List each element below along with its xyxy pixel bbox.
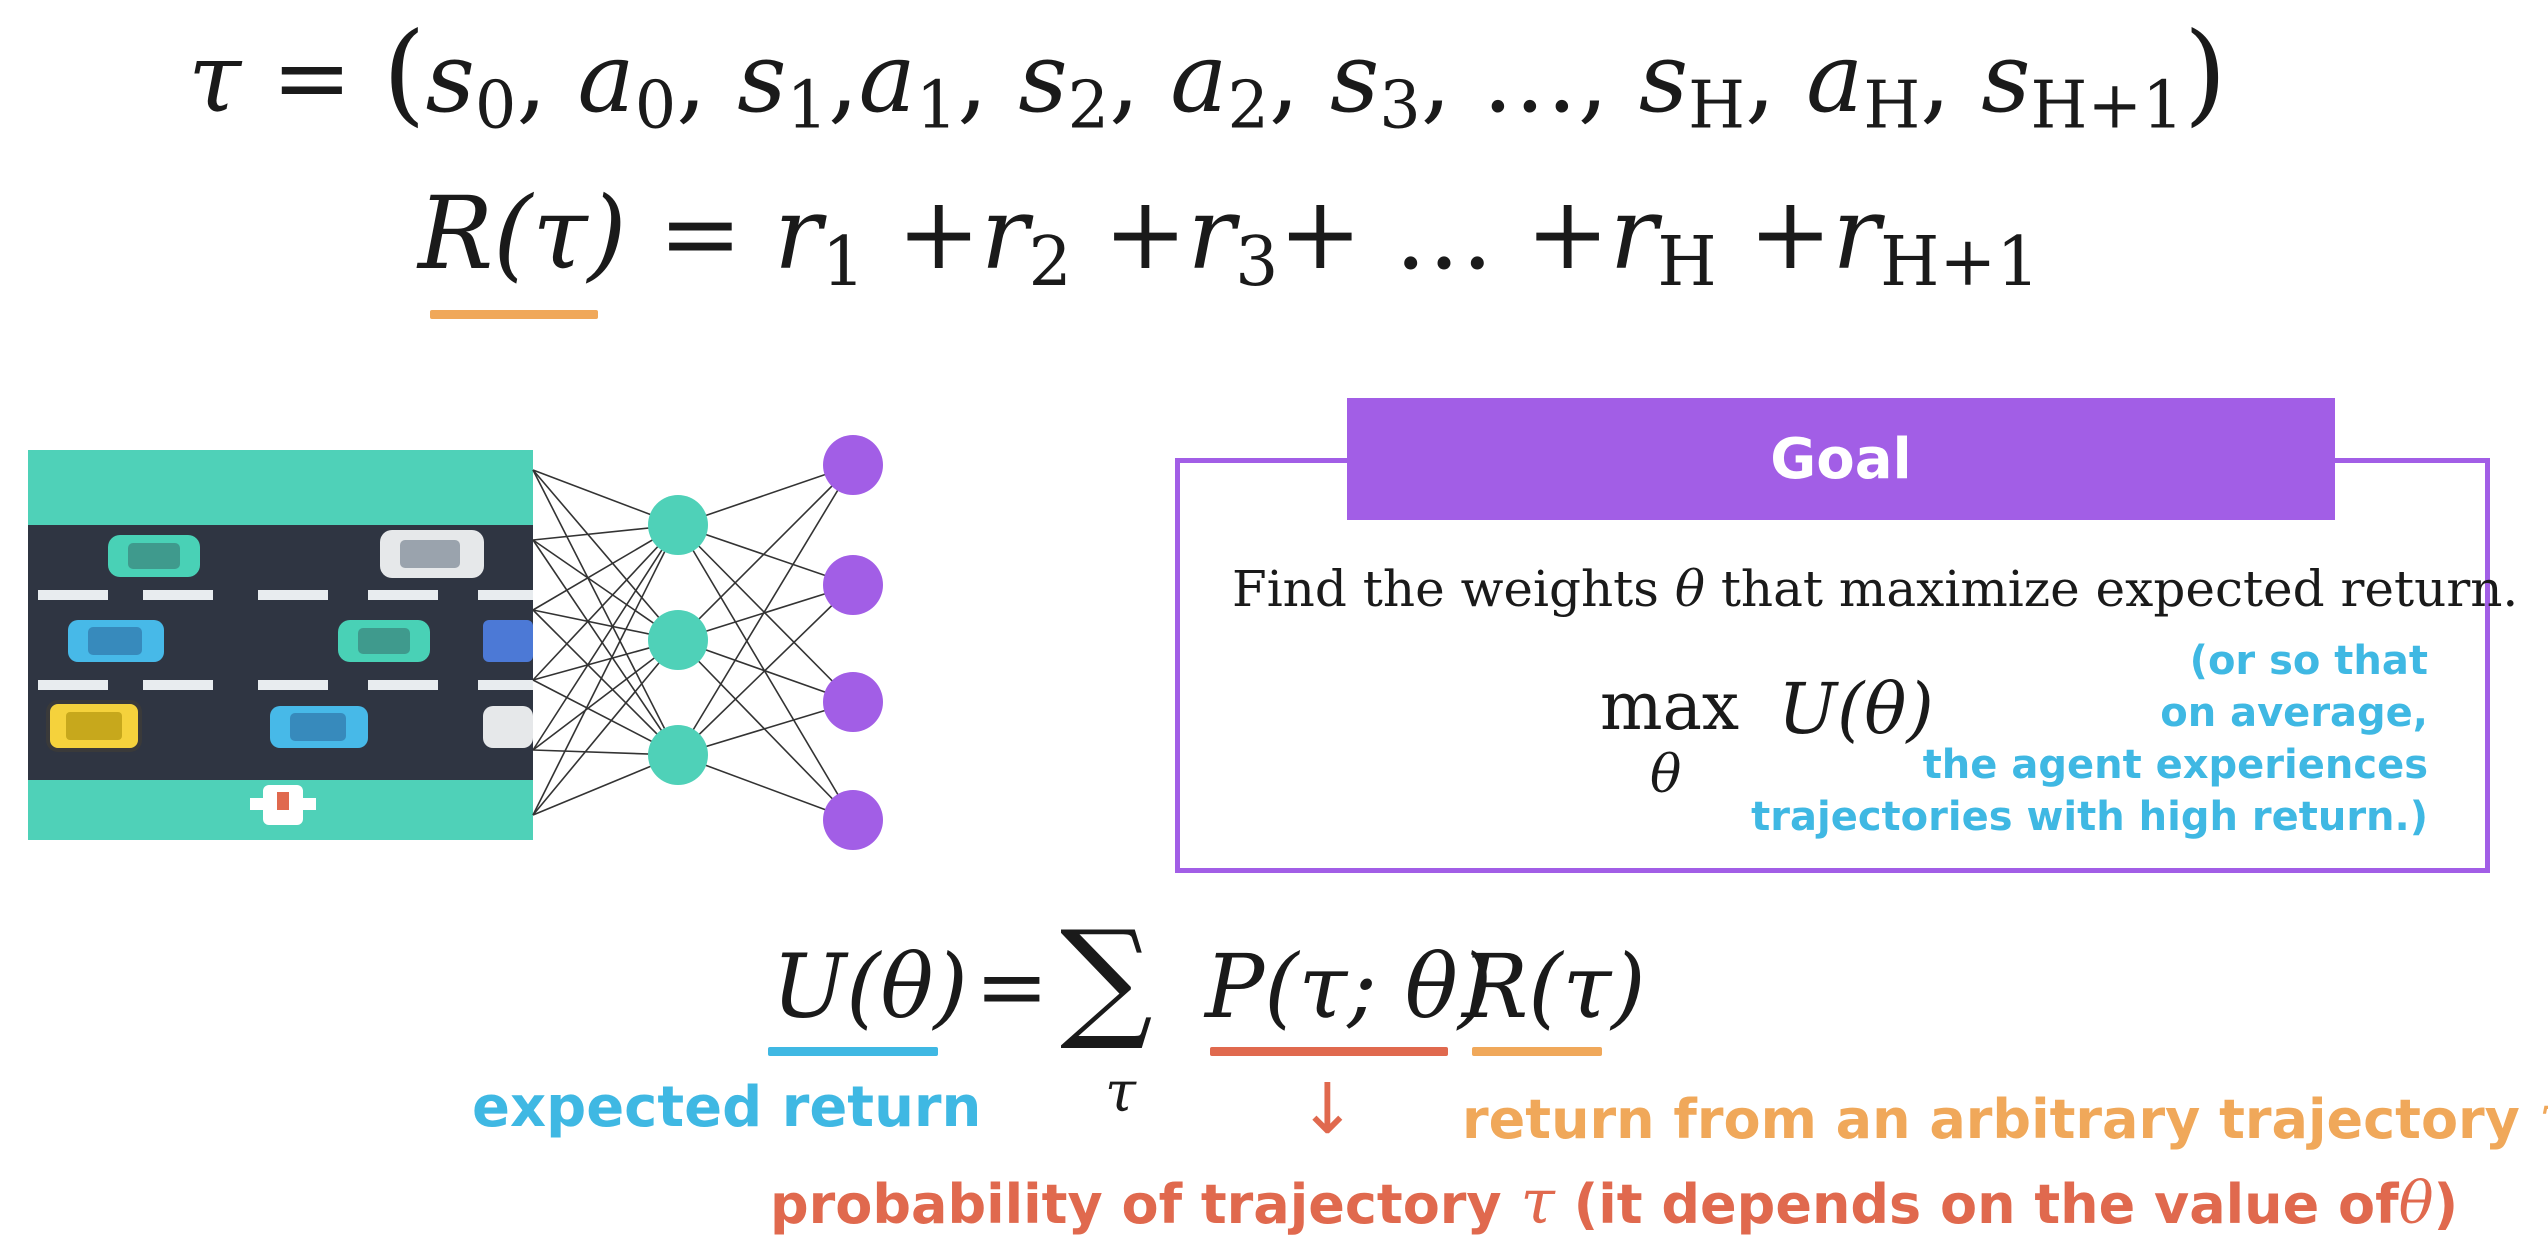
lane-markings: [38, 590, 533, 690]
return-term: R(τ): [1462, 935, 1646, 1038]
car: [270, 706, 368, 748]
agent-icon: [250, 785, 316, 825]
hidden-layer-nodes: [648, 495, 708, 785]
goal-statement: Find the weights θ that maximize expecte…: [1232, 560, 2519, 618]
down-arrow-icon: ↓: [1298, 1068, 1357, 1150]
road-top-grass: [28, 450, 533, 525]
car: [68, 620, 164, 662]
return-arbitrary-label: return from an arbitrary trajectory τ: [1462, 1080, 2548, 1153]
utility-equals: =: [975, 935, 1049, 1038]
probability-underline: [1210, 1047, 1448, 1056]
car: [483, 620, 533, 662]
return-underline: [430, 310, 598, 319]
expected-return-underline: [768, 1047, 938, 1056]
goal-header: Goal: [1347, 398, 2335, 520]
max-objective: max: [1600, 668, 1740, 745]
max-subscript: θ: [1650, 745, 1682, 805]
tau-symbol: τ: [188, 22, 242, 134]
return-term-underline: [1472, 1047, 1602, 1056]
probability-label: probability of trajectory τ (it depends …: [770, 1165, 2459, 1238]
sum-subscript: τ: [1105, 1060, 1136, 1125]
goal-box: [1175, 458, 2490, 873]
car: [338, 620, 430, 662]
car: [108, 535, 200, 577]
return-equation: R(τ) = r1 +r2 +r3+ … +rH +rH+1: [418, 175, 2040, 302]
trajectory-equation: τ = (s0, a0, s1,a1, s2, a2, s3, …, sH, a…: [188, 10, 2227, 144]
expected-return-label: expected return: [472, 1075, 982, 1140]
car: [380, 530, 484, 578]
utility-lhs: U(θ): [772, 935, 968, 1038]
output-layer-nodes: [823, 435, 883, 850]
goal-note: (or so that on average, the agent experi…: [1751, 638, 2428, 840]
sum-symbol: ∑: [1060, 902, 1153, 1054]
car: [483, 706, 533, 748]
return-lhs: R(τ): [418, 175, 627, 292]
highway-neural-network-illustration: [28, 435, 883, 850]
car: [46, 700, 142, 752]
objective-function: U(θ): [1778, 668, 1934, 750]
probability-term: P(τ; θ): [1205, 935, 1493, 1038]
